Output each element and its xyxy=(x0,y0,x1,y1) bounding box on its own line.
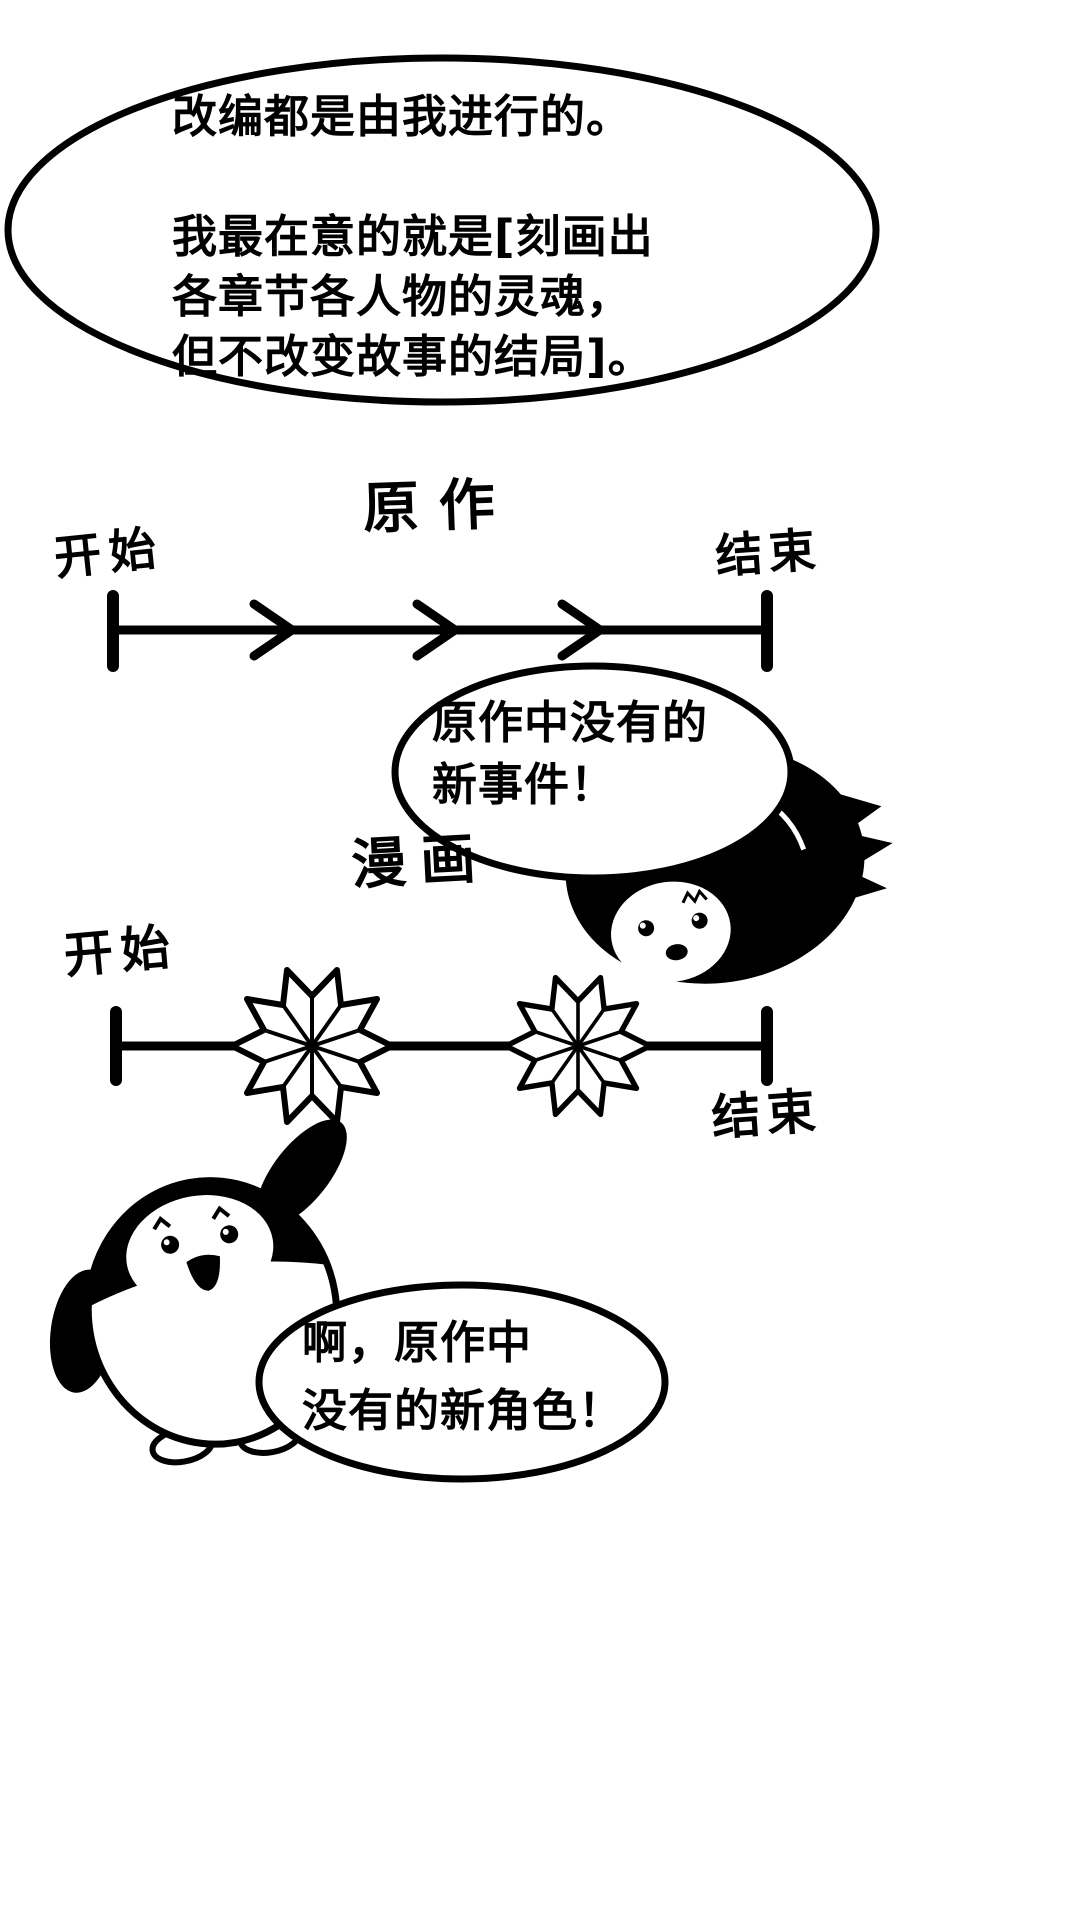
original-timeline-graphic xyxy=(107,590,773,672)
manga-start-label: 开始 xyxy=(61,918,181,985)
intro-line-2: 我最在意的就是[刻画出 xyxy=(172,210,654,263)
arrow-icon xyxy=(557,599,608,661)
character-line-2: 没有的新角色！ xyxy=(302,1384,625,1437)
manga-timeline-title: 漫画 xyxy=(349,825,491,897)
original-end-label: 结束 xyxy=(713,522,824,585)
manga-end-label: 结束 xyxy=(709,1082,824,1147)
original-timeline-title: 原作 xyxy=(361,471,517,542)
event-line-1: 原作中没有的 xyxy=(432,696,709,749)
character-line-1: 啊，原作中 xyxy=(302,1316,533,1369)
manga-timeline-graphic xyxy=(110,1006,773,1086)
intro-line-1: 改编都是由我进行的。 xyxy=(172,90,633,143)
intro-line-3: 各章节各人物的灵魂， xyxy=(172,270,633,323)
original-start-label: 开始 xyxy=(51,520,167,587)
intro-line-4: 但不改变故事的结局]。 xyxy=(172,330,654,383)
intro-speech-bubble xyxy=(4,54,880,406)
arrow-icon xyxy=(412,599,463,661)
event-line-2: 新事件！ xyxy=(432,758,617,811)
character-speech-bubble xyxy=(255,1281,669,1483)
event-speech-bubble xyxy=(391,662,795,882)
arrow-icon xyxy=(249,599,300,661)
